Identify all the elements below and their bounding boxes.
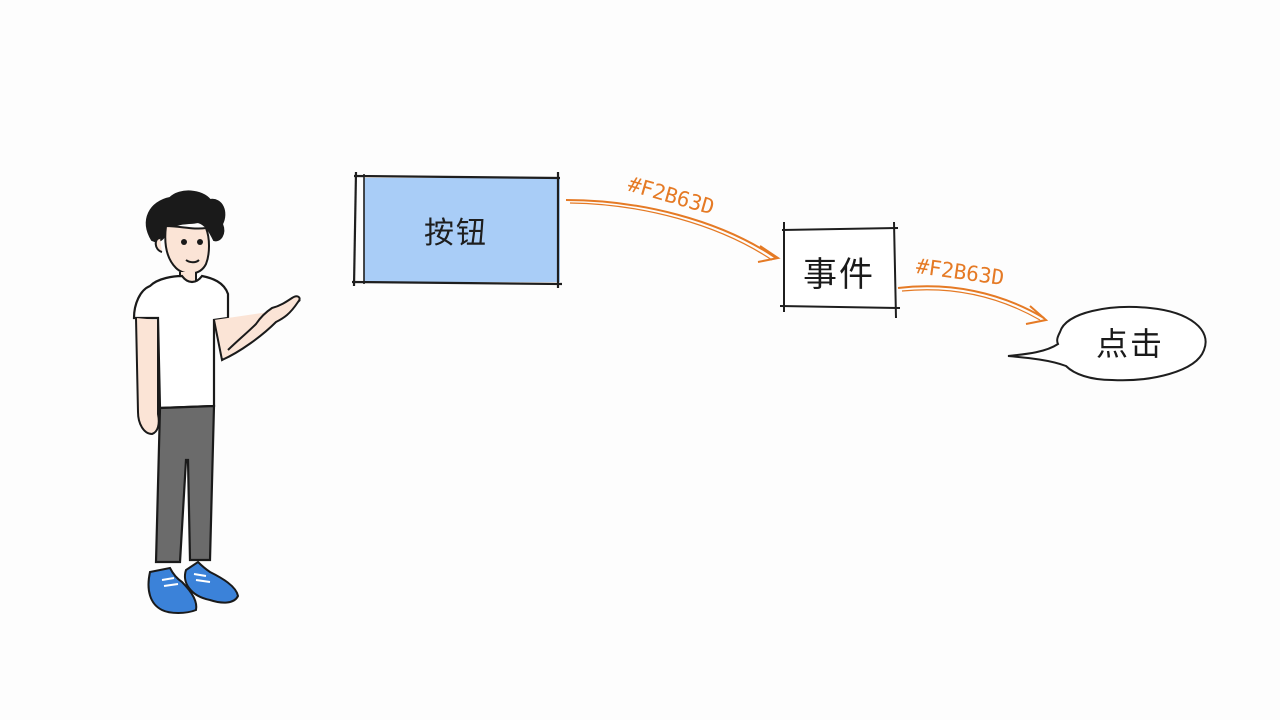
click-speech-bubble: 点击 xyxy=(1000,300,1215,390)
button-label: 按钮 xyxy=(424,216,488,251)
arrow-event-to-bubble xyxy=(897,285,1049,325)
arrow-button-to-event xyxy=(565,199,781,263)
event-label: 事件 xyxy=(803,254,875,295)
person-illustration xyxy=(110,180,320,630)
button-node[interactable]: 按钮 xyxy=(350,172,562,288)
bubble-label: 点击 xyxy=(1095,325,1164,363)
event-node: 事件 xyxy=(774,218,904,324)
